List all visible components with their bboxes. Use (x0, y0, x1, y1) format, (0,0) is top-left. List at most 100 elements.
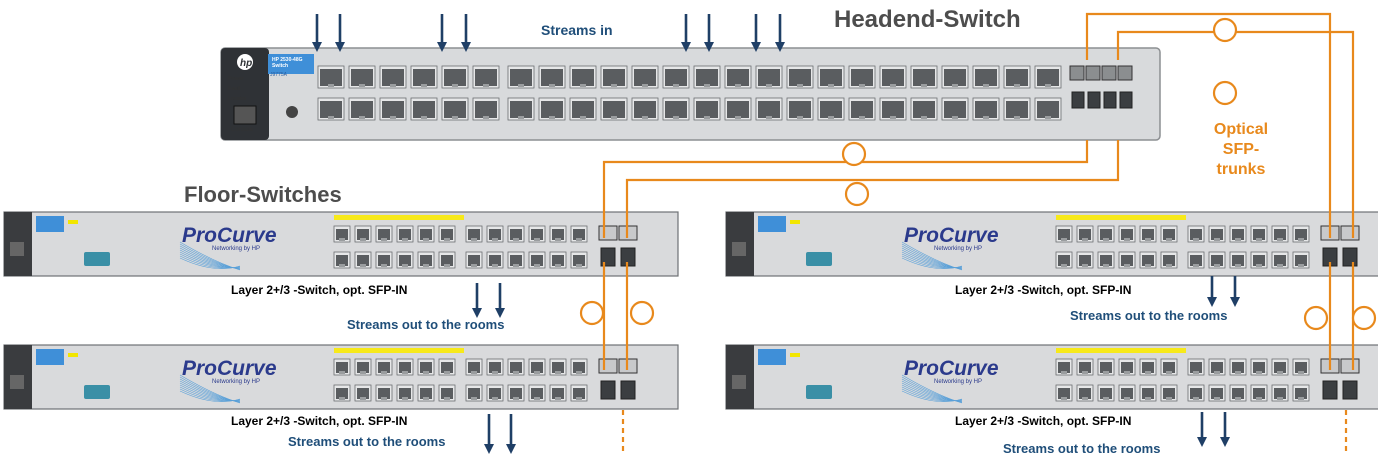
auxiliary-port-icon (806, 252, 832, 266)
ethernet-port (381, 371, 387, 374)
ethernet-port (1214, 238, 1220, 241)
ethernet-port (1103, 238, 1109, 241)
ethernet-port (1124, 371, 1130, 374)
ethernet-port (665, 101, 687, 118)
ethernet-port (1163, 229, 1175, 240)
ethernet-port (1166, 397, 1172, 400)
sfp-slot (1342, 380, 1358, 400)
ethernet-port (573, 255, 585, 266)
ethernet-port (1100, 388, 1112, 399)
streams-out-label: Streams out to the rooms (1003, 441, 1161, 456)
ethernet-port (580, 116, 586, 119)
console-port-icon (732, 242, 746, 256)
auxiliary-port-icon (84, 252, 110, 266)
sfp-slot (598, 225, 618, 241)
ethernet-port (513, 397, 519, 400)
ethernet-port (1100, 255, 1112, 266)
ethernet-port (1061, 264, 1067, 267)
procurve-logo: ProCurve (182, 224, 277, 247)
ethernet-port (1124, 264, 1130, 267)
ethernet-port (766, 84, 772, 87)
ethernet-port (423, 397, 429, 400)
ethernet-port (572, 101, 594, 118)
ethernet-port (402, 264, 408, 267)
fiber-loop-icon (844, 181, 870, 207)
ethernet-port (1061, 397, 1067, 400)
ethernet-port (1253, 388, 1265, 399)
ethernet-port (444, 371, 450, 374)
ethernet-port (444, 101, 466, 118)
ethernet-port (859, 84, 865, 87)
ethernet-port (510, 69, 532, 86)
ethernet-port (573, 362, 585, 373)
poe-badge (790, 353, 800, 357)
ethernet-port (797, 84, 803, 87)
ethernet-port (1082, 238, 1088, 241)
ethernet-port (552, 388, 564, 399)
ethernet-port (336, 255, 348, 266)
status-label-power: Power (228, 76, 244, 82)
ethernet-port (471, 397, 477, 400)
ethernet-port (421, 116, 427, 119)
ethernet-port (1256, 397, 1262, 400)
ethernet-port (1142, 362, 1154, 373)
procurve-logo: ProCurve (904, 224, 999, 247)
streams-in-label: Streams in (541, 22, 613, 38)
ethernet-port (1103, 397, 1109, 400)
ethernet-port (1256, 371, 1262, 374)
ethernet-port (1193, 397, 1199, 400)
ethernet-port (489, 388, 501, 399)
ethernet-port (1274, 362, 1286, 373)
ethernet-port (413, 69, 435, 86)
ethernet-port (1145, 238, 1151, 241)
ethernet-port (1006, 101, 1028, 118)
ethernet-port (1121, 362, 1133, 373)
ethernet-port (360, 238, 366, 241)
ethernet-port (378, 229, 390, 240)
ethernet-port (555, 238, 561, 241)
procurve-logo: ProCurve (904, 357, 999, 380)
sfp-slot (1340, 358, 1360, 374)
ethernet-port (1193, 264, 1199, 267)
auxiliary-port-icon (84, 385, 110, 399)
ethernet-port (944, 69, 966, 86)
streams-out-label: Streams out to the rooms (347, 317, 505, 332)
ethernet-port (423, 371, 429, 374)
ethernet-port (1061, 371, 1067, 374)
ethernet-port (534, 238, 540, 241)
ethernet-port (1277, 371, 1283, 374)
ethernet-port (789, 69, 811, 86)
ethernet-port (952, 84, 958, 87)
ethernet-port (1058, 229, 1070, 240)
ethernet-port (357, 388, 369, 399)
sfp-label-line: trunks (1216, 161, 1266, 178)
ethernet-port (576, 264, 582, 267)
ethernet-port (534, 371, 540, 374)
ethernet-port (320, 101, 342, 118)
ethernet-port (510, 255, 522, 266)
ethernet-port (1193, 371, 1199, 374)
console-port-icon (10, 375, 24, 389)
ethernet-port (828, 84, 834, 87)
ethernet-port (402, 397, 408, 400)
ethernet-port (1163, 388, 1175, 399)
ethernet-port (1045, 84, 1051, 87)
ethernet-port (1211, 388, 1223, 399)
ethernet-port (399, 229, 411, 240)
ethernet-port (576, 238, 582, 241)
ethernet-port (531, 388, 543, 399)
floor-switch-chassis (725, 344, 1378, 410)
ethernet-port (441, 229, 453, 240)
sfp-port (1085, 65, 1101, 81)
ethernet-port (1166, 264, 1172, 267)
console-port-icon (10, 242, 24, 256)
ethernet-port (913, 69, 935, 86)
ethernet-port (952, 116, 958, 119)
ethernet-port (921, 116, 927, 119)
ethernet-port (642, 84, 648, 87)
ethernet-port (1079, 255, 1091, 266)
ethernet-port (390, 116, 396, 119)
ethernet-port (359, 84, 365, 87)
label-strip (1056, 215, 1186, 220)
sfp-slot (1322, 380, 1338, 400)
